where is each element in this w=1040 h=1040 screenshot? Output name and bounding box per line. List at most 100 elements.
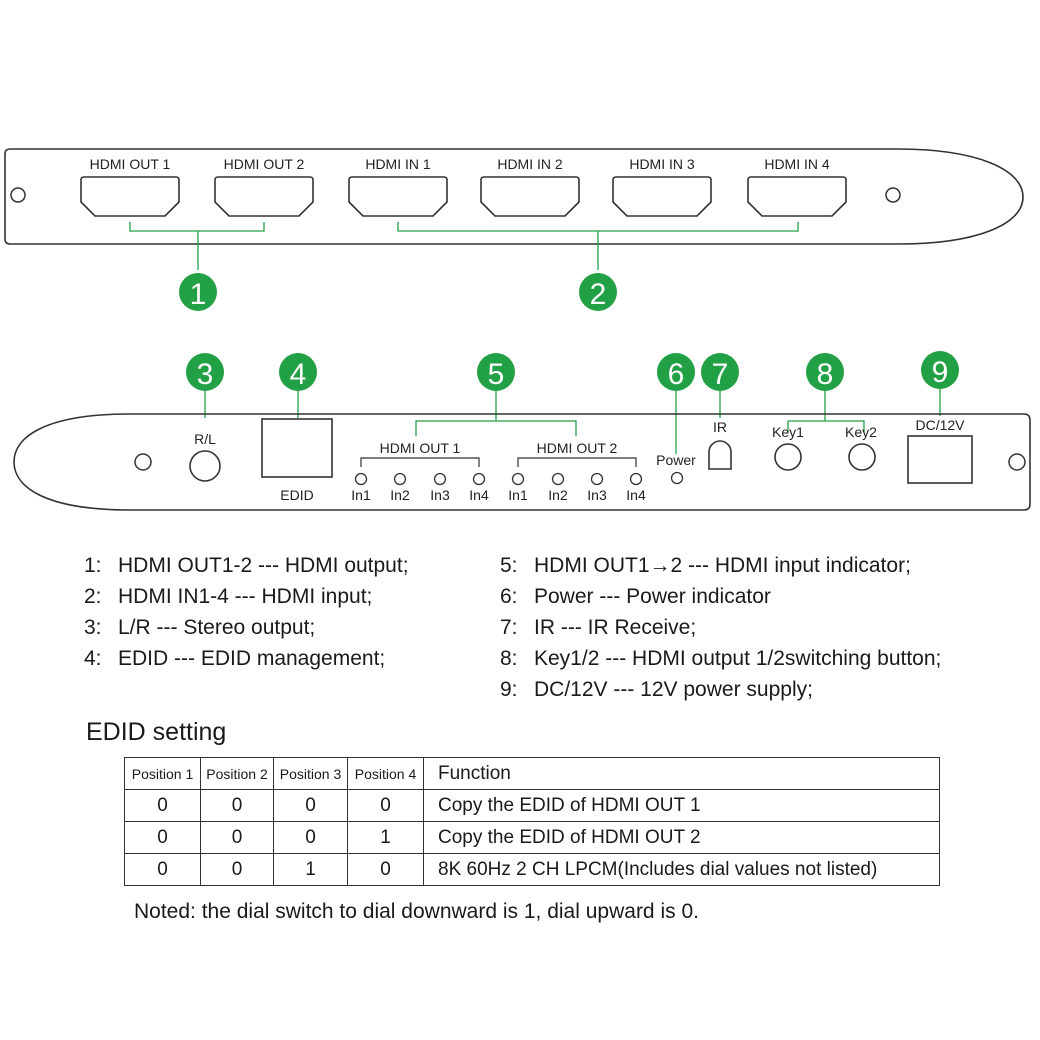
callout-1: 1 (179, 273, 217, 311)
key2-button (848, 443, 876, 471)
table-cell: 0 (124, 853, 201, 886)
group-out2-bracket (517, 457, 637, 467)
edid-section-title: EDID setting (86, 718, 227, 746)
column-header: Function (423, 757, 940, 790)
led-label: In2 (548, 487, 568, 503)
legend-item: 4:EDID --- EDID management; (84, 647, 386, 670)
svg-text:9: 9 (932, 356, 949, 389)
hdmi-port-label: HDMI IN 1 (365, 156, 431, 172)
table-row: 0 0 0 0 Copy the EDID of HDMI OUT 1 (124, 789, 940, 822)
led-label: In3 (430, 487, 450, 503)
led-label: In3 (587, 487, 607, 503)
group-out1-bracket (360, 457, 480, 467)
hdmi-port: HDMI OUT 2 (214, 156, 314, 217)
key2-label: Key2 (845, 424, 877, 440)
hdmi-port: HDMI IN 3 (612, 156, 712, 217)
callout-5: 5 (477, 353, 515, 391)
svg-text:6: 6 (668, 358, 685, 391)
table-cell: 0 (347, 789, 424, 822)
svg-text:7: 7 (712, 358, 729, 391)
key1-label: Key1 (772, 424, 804, 440)
hdmi-port-label: HDMI IN 3 (629, 156, 695, 172)
legend-item: 7:IR --- IR Receive; (500, 616, 697, 639)
input-indicator-led (433, 472, 447, 486)
edid-dip-switch (261, 418, 333, 478)
screw-hole (10, 187, 26, 203)
svg-text:2: 2 (590, 278, 607, 311)
hdmi-port-label: HDMI IN 2 (497, 156, 563, 172)
table-cell: 1 (347, 821, 424, 854)
rl-label: R/L (194, 431, 216, 447)
callout-2: 2 (579, 273, 617, 311)
hdmi-port: HDMI OUT 1 (80, 156, 180, 217)
screw-hole (134, 453, 152, 471)
edid-label: EDID (280, 487, 313, 503)
led-label: In2 (390, 487, 410, 503)
callout-4: 4 (279, 353, 317, 391)
callout-9: 9 (921, 351, 959, 389)
table-cell: Copy the EDID of HDMI OUT 1 (423, 789, 940, 822)
table-cell: 8K 60Hz 2 CH LPCM(Includes dial values n… (423, 853, 940, 886)
callout-8: 8 (806, 353, 844, 391)
callout-6: 6 (657, 353, 695, 391)
power-label: Power (656, 452, 696, 468)
hdmi-connector (612, 176, 712, 217)
hdmi-port: HDMI IN 4 (747, 156, 847, 217)
table-cell: 0 (200, 821, 274, 854)
led-label: In4 (626, 487, 646, 503)
legend-item: 6:Power --- Power indicator (500, 585, 771, 608)
column-header: Position 1 (124, 757, 201, 790)
svg-text:8: 8 (817, 358, 834, 391)
screw-hole (1008, 453, 1026, 471)
legend-item: 5:HDMI OUT1→2 --- HDMI input indicator; (500, 554, 911, 577)
legend-left: 1:HDMI OUT1-2 --- HDMI output; 2:HDMI IN… (84, 550, 409, 674)
column-header: Position 3 (273, 757, 348, 790)
hdmi-connector (480, 176, 580, 217)
input-indicator-led (354, 472, 368, 486)
hdmi-connector (348, 176, 448, 217)
key1-button (774, 443, 802, 471)
hdmi-port-label: HDMI OUT 1 (90, 156, 171, 172)
rl-audio-jack (189, 450, 221, 482)
hdmi-connector (80, 176, 180, 217)
callout-7: 7 (701, 353, 739, 391)
column-header: Position 4 (347, 757, 424, 790)
table-cell: 0 (273, 821, 348, 854)
dial-switch-note: Noted: the dial switch to dial downward … (134, 900, 699, 923)
dc-power-jack (907, 435, 973, 484)
input-indicator-led (511, 472, 525, 486)
hdmi-port-label: HDMI IN 4 (764, 156, 830, 172)
power-led (670, 471, 684, 485)
hdmi-connector (747, 176, 847, 217)
svg-text:3: 3 (197, 358, 214, 391)
ir-label: IR (713, 419, 727, 435)
input-indicator-led (629, 472, 643, 486)
legend-right: 5:HDMI OUT1→2 --- HDMI input indicator; … (500, 550, 941, 705)
hdmi-connector (214, 176, 314, 217)
table-cell: 0 (200, 853, 274, 886)
table-cell: 0 (347, 853, 424, 886)
legend-item: 1:HDMI OUT1-2 --- HDMI output; (84, 554, 409, 577)
hdmi-port: HDMI IN 2 (480, 156, 580, 217)
table-cell: Copy the EDID of HDMI OUT 2 (423, 821, 940, 854)
led-label: In1 (508, 487, 528, 503)
hdmi-port-label: HDMI OUT 2 (224, 156, 305, 172)
column-header: Position 2 (200, 757, 274, 790)
input-indicator-led (551, 472, 565, 486)
svg-text:1: 1 (190, 278, 207, 311)
rear-panel-outline (13, 413, 1031, 511)
device-diagram: HDMI OUT 1 HDMI OUT 2 HDMI IN 1 HDMI IN 2 HD… (4, 148, 1031, 511)
group-out1-label: HDMI OUT 1 (380, 440, 461, 456)
screw-hole (885, 187, 901, 203)
front-panel-outline (4, 148, 1024, 245)
input-indicator-led (393, 472, 407, 486)
input-indicator-led (472, 472, 486, 486)
legend-item: 9:DC/12V --- 12V power supply; (500, 678, 813, 701)
legend-item: 3:L/R --- Stereo output; (84, 616, 316, 639)
led-label: In1 (351, 487, 371, 503)
table-cell: 1 (273, 853, 348, 886)
table-row: 0 0 0 1 Copy the EDID of HDMI OUT 2 (124, 821, 940, 854)
edid-table: Position 1 Position 2 Position 3 Positio… (124, 757, 940, 886)
led-label: In4 (469, 487, 489, 503)
hdmi-port: HDMI IN 1 (348, 156, 448, 217)
